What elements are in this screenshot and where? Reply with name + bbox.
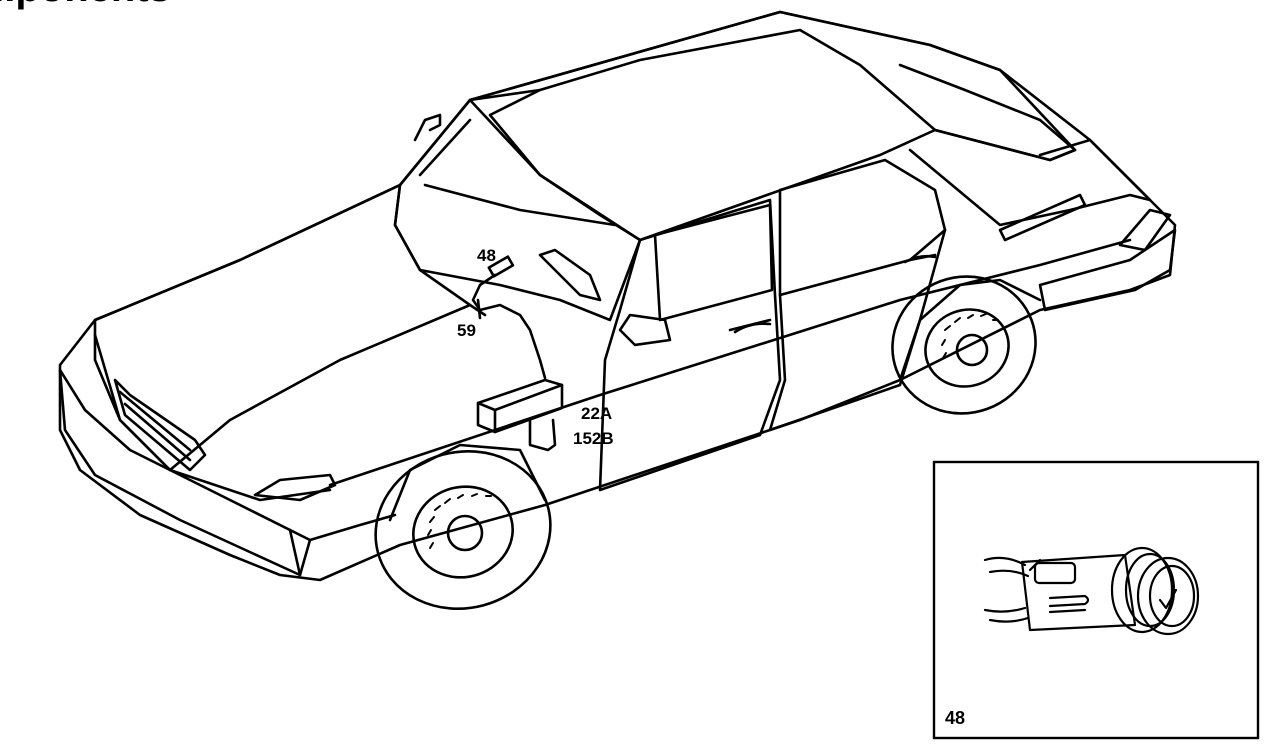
side-mirror (618, 313, 672, 347)
front-wheel-arch (388, 443, 547, 522)
inset-frame (932, 460, 1260, 740)
page-heading-clipped: ...ponents (0, 0, 171, 11)
wiring-harness (471, 273, 547, 380)
front-bumper (58, 368, 312, 577)
front-grille (113, 378, 207, 472)
callout-part-22a: 22A (581, 404, 613, 423)
car-body-outline (58, 10, 1177, 582)
callout-part-152b: 152B (573, 429, 614, 448)
cigarette-lighter-illustration (983, 546, 1200, 636)
rear-wheel-arch (898, 278, 1042, 382)
control-unit-box (476, 378, 564, 452)
hood-front-edge (93, 333, 332, 502)
rear-wheel (891, 275, 1037, 415)
roof (468, 10, 1077, 162)
headlight (253, 473, 337, 502)
callout-part-59: 59 (457, 321, 476, 340)
front-wheel (374, 449, 552, 611)
lighter-connector (487, 255, 515, 278)
rear-window (898, 63, 1077, 162)
rear-door (778, 158, 947, 297)
antenna (413, 113, 442, 142)
callout-part-48: 48 (477, 246, 496, 265)
inset-part-label: 48 (945, 708, 966, 728)
rear-bumper (1038, 228, 1177, 312)
front-door (598, 198, 782, 492)
trunk (908, 138, 1152, 227)
tail-light (1118, 208, 1172, 252)
